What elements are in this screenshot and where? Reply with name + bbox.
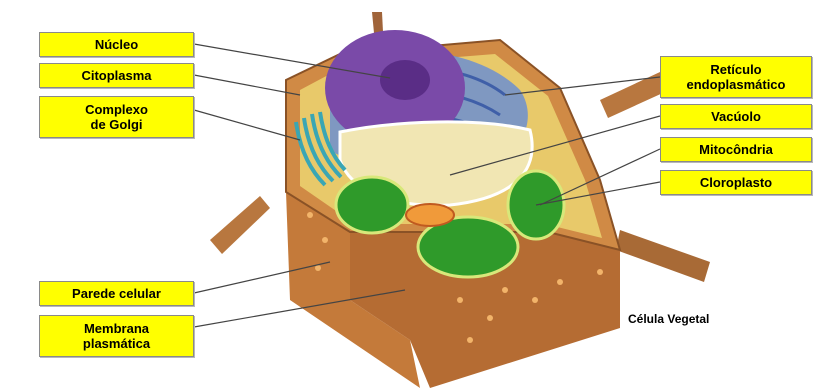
chloroplast-1 [336,177,408,233]
label-nucleo: Núcleo [39,32,194,57]
diagram-caption: Célula Vegetal [628,312,709,326]
mitochondrion [406,204,454,226]
label-reticulo-endoplasmatico: Retículo endoplasmático [660,56,812,98]
wall-stub-right [600,72,665,118]
label-membrana-plasmatica: Membrana plasmática [39,315,194,357]
label-parede-celular: Parede celular [39,281,194,306]
label-cloroplasto: Cloroplasto [660,170,812,195]
label-vacuolo: Vacúolo [660,104,812,129]
wall-stub-left [210,196,270,254]
leader-golgi [194,110,300,140]
label-mitocondria: Mitocôndria [660,137,812,162]
nucleolus [380,60,430,100]
leader-citoplasma [194,75,300,95]
label-complexo-de-golgi: Complexo de Golgi [39,96,194,138]
wall-stub-bottom-right [616,230,710,282]
label-citoplasma: Citoplasma [39,63,194,88]
